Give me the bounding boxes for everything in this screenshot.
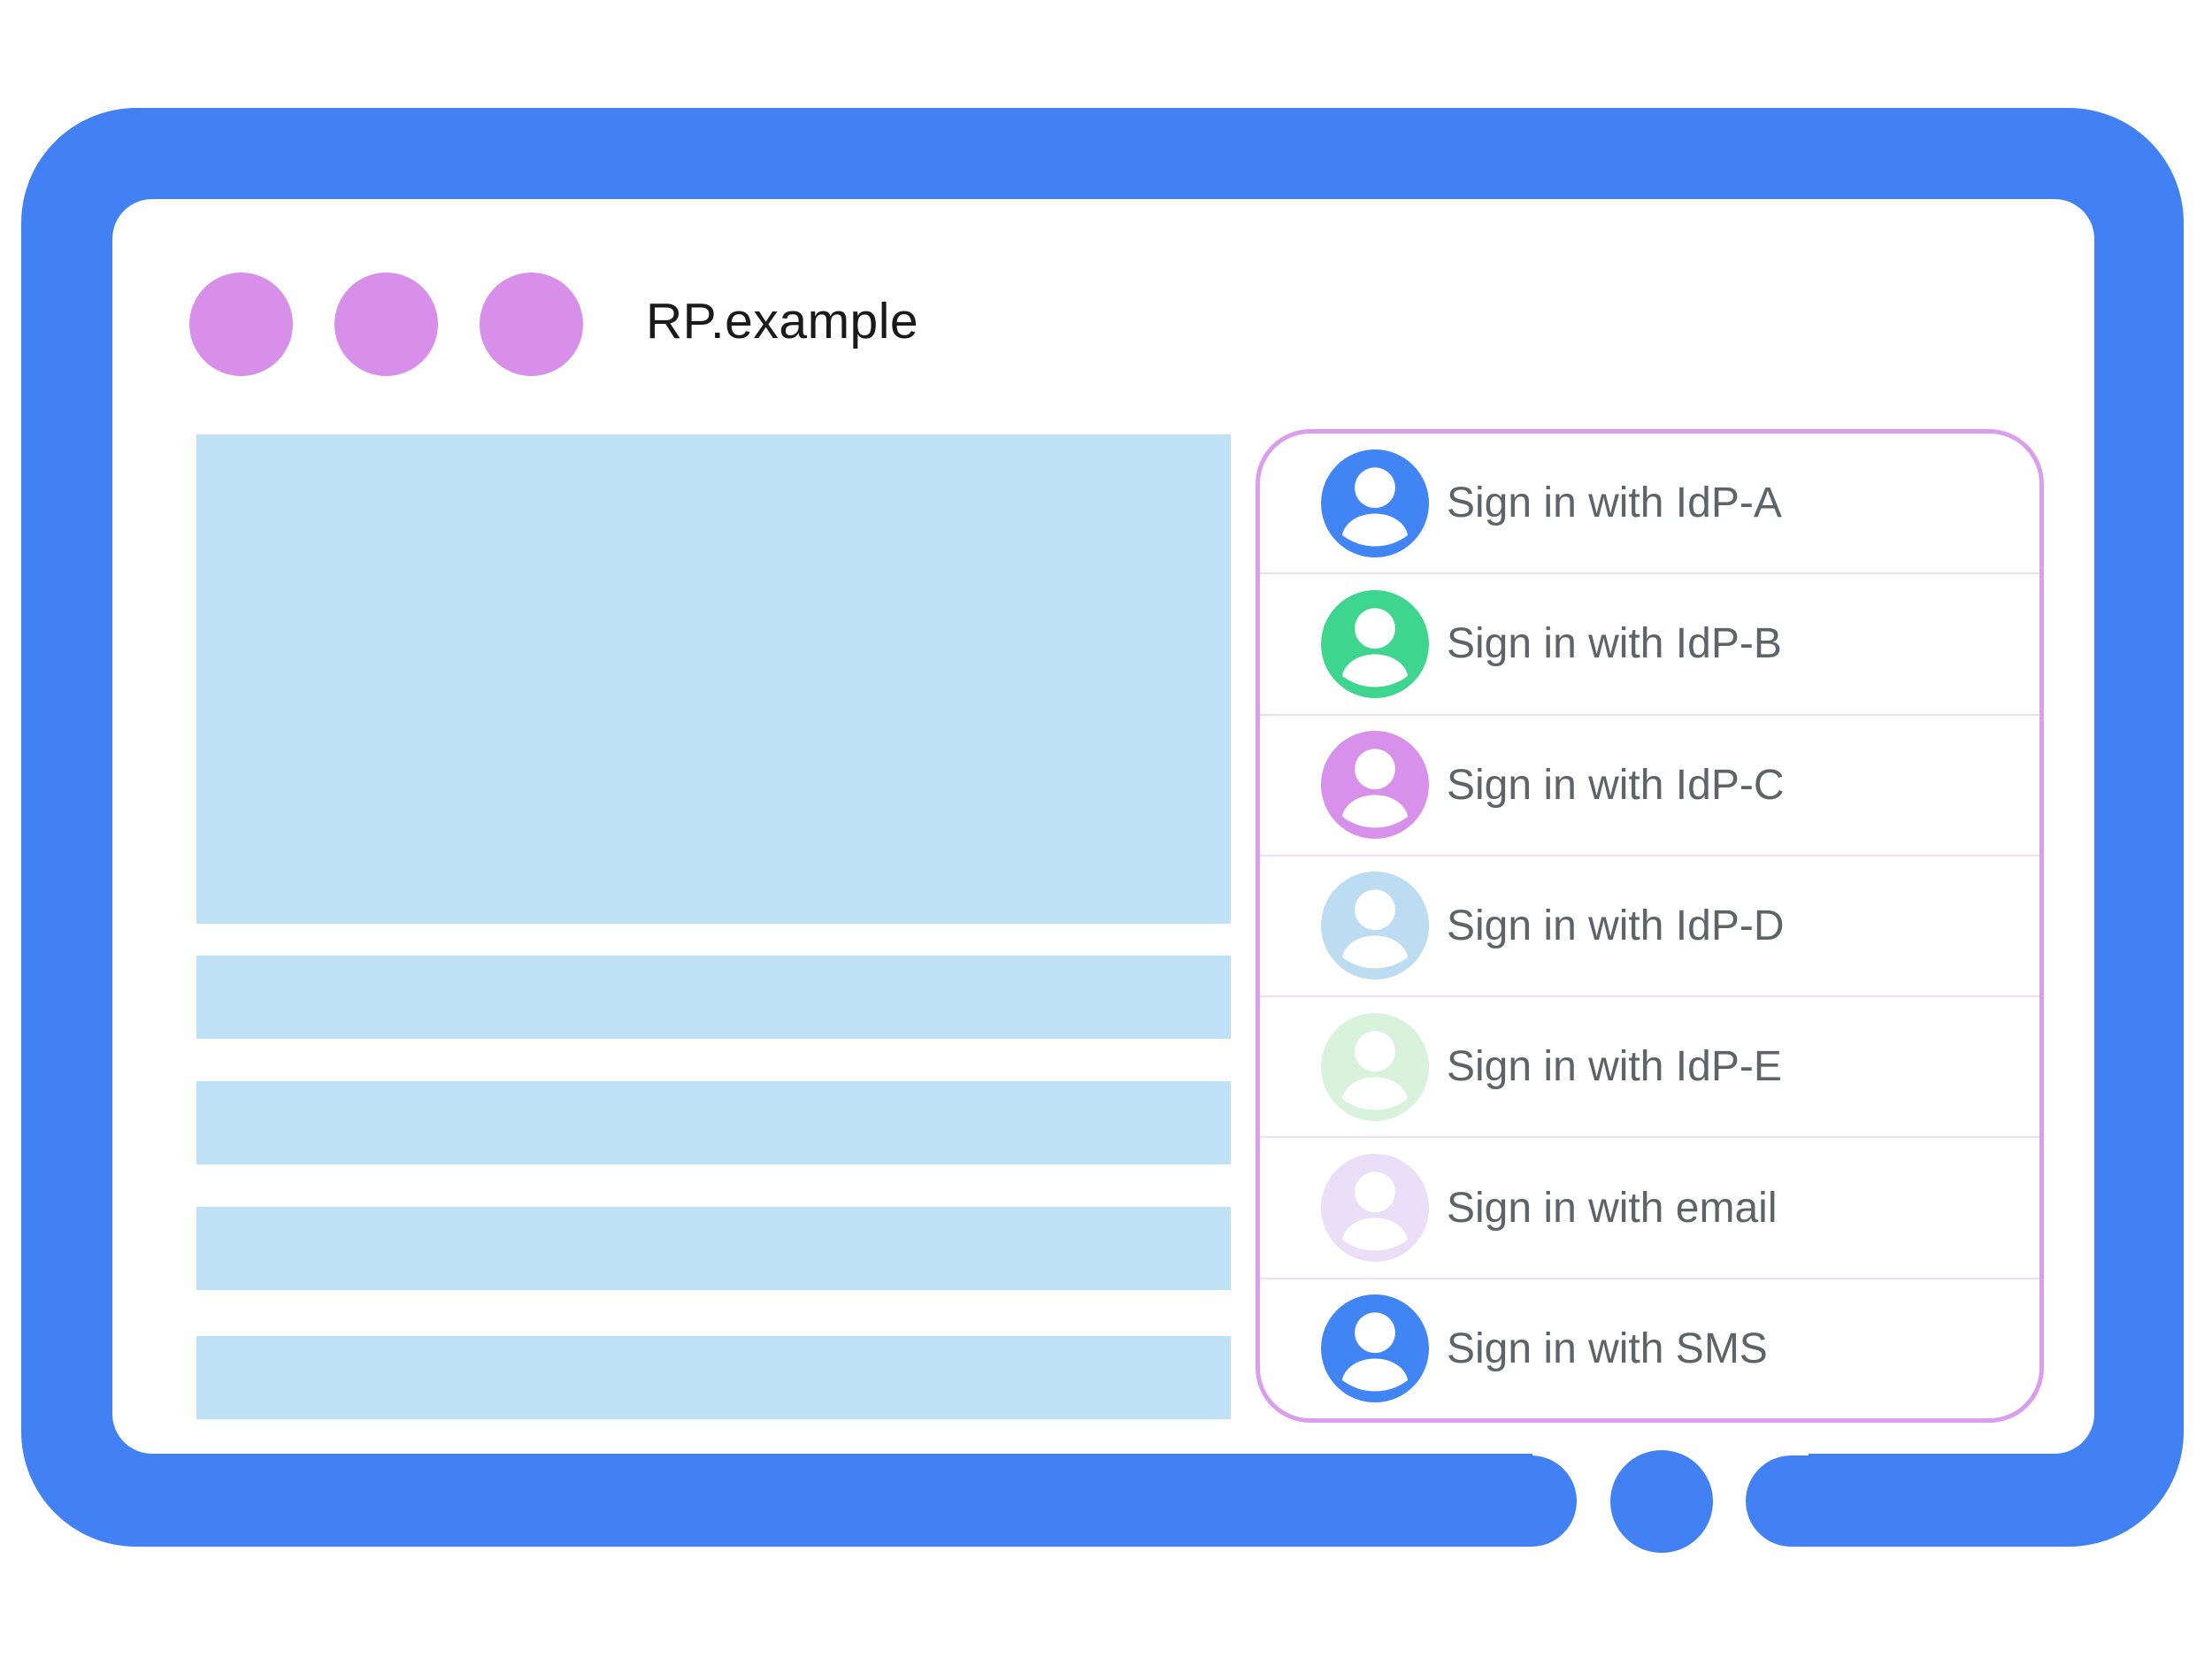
content-placeholder-line bbox=[196, 956, 1231, 1039]
signin-option-idp-d[interactable]: Sign in with IdP-D bbox=[1260, 856, 2039, 998]
content-placeholder-hero bbox=[196, 434, 1231, 924]
person-avatar-icon bbox=[1321, 872, 1429, 980]
signin-option-idp-c[interactable]: Sign in with IdP-C bbox=[1260, 716, 2039, 856]
window-control-dot bbox=[334, 273, 438, 376]
signin-option-label: Sign in with IdP-E bbox=[1447, 1043, 1782, 1091]
window-control-dot bbox=[480, 273, 583, 376]
content-placeholder-line bbox=[196, 1081, 1231, 1164]
content-placeholder-line bbox=[196, 1336, 1231, 1419]
signin-option-label: Sign in with email bbox=[1447, 1184, 1778, 1232]
signin-panel: Sign in with IdP-A Sign in with IdP-B Si… bbox=[1256, 429, 2044, 1423]
person-avatar-icon bbox=[1321, 1154, 1429, 1263]
signin-option-idp-b[interactable]: Sign in with IdP-B bbox=[1260, 574, 2039, 716]
signin-option-idp-a[interactable]: Sign in with IdP-A bbox=[1260, 434, 2039, 575]
signin-option-idp-e[interactable]: Sign in with IdP-E bbox=[1260, 997, 2039, 1139]
signin-option-label: Sign in with SMS bbox=[1447, 1325, 1768, 1372]
person-avatar-icon bbox=[1321, 1294, 1429, 1403]
content-placeholder-line bbox=[196, 1207, 1231, 1290]
signin-option-label: Sign in with IdP-D bbox=[1447, 902, 1785, 949]
signin-option-label: Sign in with IdP-C bbox=[1447, 761, 1785, 809]
signin-option-email[interactable]: Sign in with email bbox=[1260, 1138, 2039, 1279]
signin-option-label: Sign in with IdP-B bbox=[1447, 620, 1782, 668]
person-avatar-icon bbox=[1321, 589, 1429, 698]
person-avatar-icon bbox=[1321, 731, 1429, 840]
window-controls bbox=[189, 273, 583, 376]
signin-option-label: Sign in with IdP-A bbox=[1447, 480, 1782, 527]
person-avatar-icon bbox=[1321, 449, 1429, 557]
signin-option-sms[interactable]: Sign in with SMS bbox=[1260, 1279, 2039, 1418]
person-avatar-icon bbox=[1321, 1012, 1429, 1121]
window-control-dot bbox=[189, 273, 293, 376]
site-title: RP.example bbox=[646, 293, 919, 349]
home-button-dot bbox=[1610, 1450, 1713, 1553]
